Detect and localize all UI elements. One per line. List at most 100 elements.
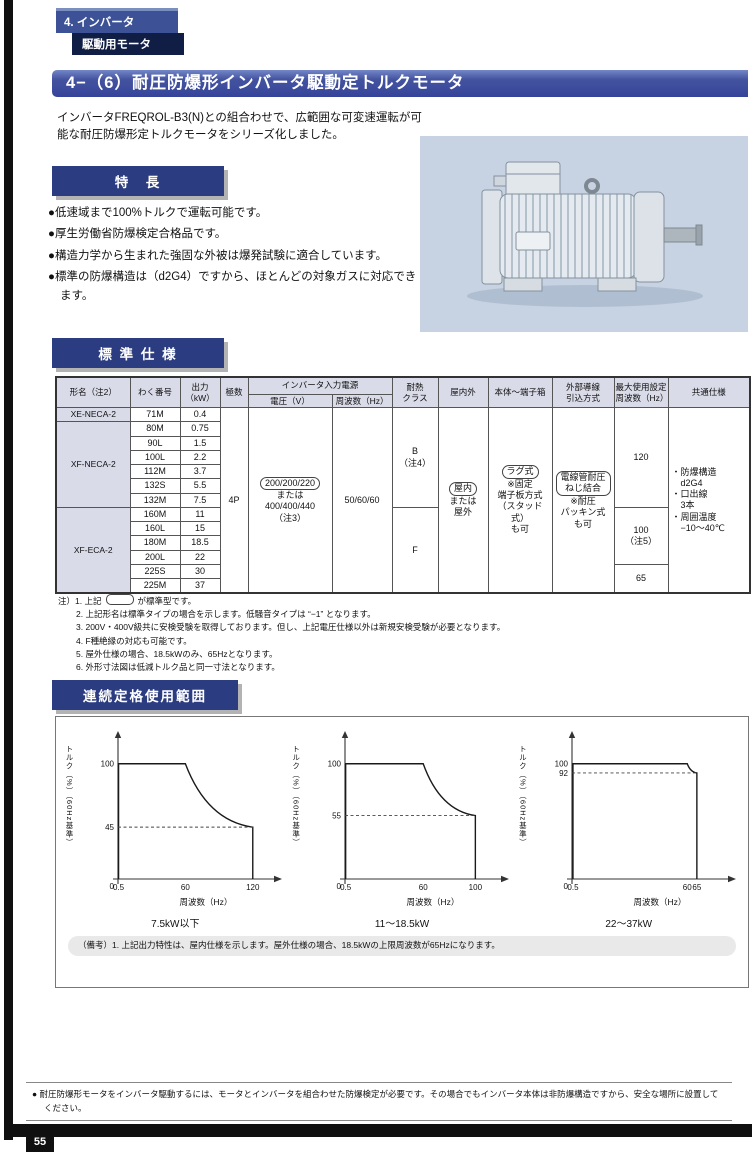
frame-number: 160M <box>129 506 181 523</box>
chart-1-caption: 7.5kW以下 <box>151 919 200 930</box>
col-header-terminal: 本体～端子箱 <box>487 376 553 409</box>
output-kw: 11 <box>179 506 221 523</box>
terminal-standard: ラグ式 <box>501 465 539 479</box>
motor-photo <box>420 136 748 332</box>
svg-text:60: 60 <box>419 883 428 892</box>
svg-text:100: 100 <box>554 760 568 769</box>
maxfreq-120: 120 <box>613 407 669 508</box>
col-header-poles: 極数 <box>219 376 249 409</box>
frame-number: 100L <box>129 449 181 466</box>
chart-2-caption: 11～18.5kW <box>374 919 430 930</box>
chart-3-ylabel: トルク（%）（60Hz基準） <box>518 745 528 847</box>
page-number: 55 <box>26 1133 54 1152</box>
frame-number: 112M <box>129 464 181 480</box>
col-header-voltage: 電圧（V） <box>247 393 333 409</box>
col-header-location: 屋内外 <box>437 376 489 409</box>
svg-text:100: 100 <box>101 760 115 769</box>
features-list: ●低速域まで100%トルクで運転可能です。 ●厚生労働省防爆検定合格品です。 ●… <box>48 204 420 308</box>
output-kw: 7.5 <box>179 492 221 508</box>
section-header-range: 連続定格使用範囲 <box>52 680 238 710</box>
svg-text:周波数（Hz）: 周波数（Hz） <box>633 897 686 907</box>
note-num: 1. <box>75 596 83 606</box>
spec-table: 形名（注2） わく番号 出力 （kW） 極数 インバータ入力電源 耐熱 クラス … <box>55 376 752 595</box>
output-kw: 37 <box>179 578 221 594</box>
chapter-tab-line1: 4. インバータ <box>56 8 178 33</box>
col-header-frequency: 周波数（Hz） <box>331 393 393 409</box>
note-num: 5. <box>76 648 84 659</box>
frame-number: 71M <box>129 407 181 423</box>
col-header-heat: 耐熱 クラス <box>391 376 439 409</box>
svg-text:周波数（Hz）: 周波数（Hz） <box>407 897 460 907</box>
bullet-icon: ● <box>48 207 55 219</box>
svg-text:55: 55 <box>332 812 341 821</box>
frame-number: 80M <box>129 421 181 437</box>
note-line-6: 6. 外形寸法図は低減トルク品と同一寸法となります。 <box>58 661 718 674</box>
feature-text: 厚生労働省防爆検定合格品です。 <box>54 228 227 241</box>
col-header-common: 共通仕様 <box>667 376 751 409</box>
charts-remark: （備考）1. 上記出力特性は、屋内仕様を示します。屋外仕様の場合、18.5kWの… <box>68 936 736 956</box>
note-num: 6. <box>76 661 84 672</box>
col-header-model: 形名（注2） <box>55 376 131 409</box>
voltage-standard: 200/200/220 <box>259 476 321 491</box>
svg-text:周波数（Hz）: 周波数（Hz） <box>180 897 233 907</box>
common-spec: ・防爆構造 d2G4 ・口出線 3本 ・周囲温度 −10～40℃ <box>667 407 751 594</box>
bullet-icon: ● <box>48 228 55 241</box>
poles-value: 4P <box>219 407 249 594</box>
frame-number: 200L <box>129 549 181 565</box>
feature-text: 標準の防爆構造は（d2G4）ですから、ほとんどの対象ガスに対応できます。 <box>54 271 417 302</box>
note-text: 上記 <box>84 596 102 606</box>
lead-value: 電線管耐圧 ねじ結合 ※耐圧 パッキン式 も可 <box>551 407 615 594</box>
bullet-icon: ● <box>48 271 55 284</box>
chart-1-ylabel: トルク（%）（60Hz基準） <box>65 745 74 847</box>
location-value: 屋内 または 屋外 <box>437 407 489 594</box>
heat-class-b: B （注4） <box>391 407 439 508</box>
output-kw: 0.4 <box>179 407 221 423</box>
bottom-note: ● 耐圧防爆形モータをインバータ駆動するには、モータとインバータを組合わせた防爆… <box>26 1082 732 1122</box>
notes-label: 注） <box>58 596 76 606</box>
bottom-note-body: 耐圧防爆形モータをインバータ駆動するには、モータとインバータを組合わせた防爆検定… <box>39 1089 719 1113</box>
svg-text:65: 65 <box>692 883 701 892</box>
col-header-lead: 外部導線 引込方式 <box>551 376 615 409</box>
svg-text:60: 60 <box>682 883 691 892</box>
section-header-specs: 標 準 仕 様 <box>52 338 224 368</box>
chapter-tab-line2: 駆動用モータ <box>72 33 184 55</box>
svg-text:0.5: 0.5 <box>340 883 352 892</box>
note-line-2: 2. 上記形名は標準タイプの場合を示します。低騒音タイプは “−1” となります… <box>58 608 718 621</box>
svg-text:100: 100 <box>328 760 342 769</box>
col-header-output: 出力 （kW） <box>179 376 221 409</box>
frame-number: 225S <box>129 563 181 580</box>
note-num: 2. <box>76 609 84 620</box>
svg-text:92: 92 <box>559 769 568 778</box>
output-kw: 30 <box>179 563 221 580</box>
feature-item: ●標準の防爆構造は（d2G4）ですから、ほとんどの対象ガスに対応できます。 <box>48 268 420 305</box>
svg-text:0.5: 0.5 <box>113 883 125 892</box>
feature-text: 構造力学から生まれた強固な外被は爆発試験に適合しています。 <box>54 249 387 262</box>
svg-text:60: 60 <box>181 883 190 892</box>
frequency-value: 50/60/60 <box>331 407 393 594</box>
model-name: XF-ECA-2 <box>55 506 131 594</box>
bullet-icon: ● <box>48 249 55 262</box>
svg-text:0: 0 <box>337 882 342 891</box>
terminal-alt: ※固定 端子板方式 （スタッド式） も可 <box>497 478 543 534</box>
frame-number: 90L <box>129 435 181 451</box>
chapter-tab: 4. インバータ 駆動用モータ <box>56 8 184 55</box>
page-edge-left <box>4 0 13 1140</box>
terminal-value: ラグ式 ※固定 端子板方式 （スタッド式） も可 <box>487 407 553 594</box>
col-header-maxfreq: 最大使用設定 周波数（Hz） <box>613 376 669 409</box>
note-text: 200V・400V級共に安検受験を取得しております。但し、上記電圧仕様以外は新規… <box>85 622 506 633</box>
table-notes: 注）1. 上記 が標準型です。 2. 上記形名は標準タイプの場合を示します。低騒音… <box>58 594 718 674</box>
output-kw: 22 <box>179 549 221 565</box>
frame-number: 180M <box>129 535 181 551</box>
standard-box-symbol <box>105 594 134 605</box>
voltage-value: 200/200/220 または 400/400/440 （注3） <box>247 407 333 594</box>
note-line-4: 4. F種絶縁の対応も可能です。 <box>58 635 718 648</box>
output-kw: 3.7 <box>179 464 221 480</box>
svg-text:45: 45 <box>105 823 114 832</box>
lead-standard: 電線管耐圧 ねじ結合 <box>555 470 611 497</box>
output-kw: 1.5 <box>179 435 221 451</box>
intro-paragraph: インバータFREQROL-B3(N)との組合わせで、広範囲な可変速運転が可能な耐… <box>57 112 422 142</box>
note-text: が標準型です。 <box>137 596 197 606</box>
